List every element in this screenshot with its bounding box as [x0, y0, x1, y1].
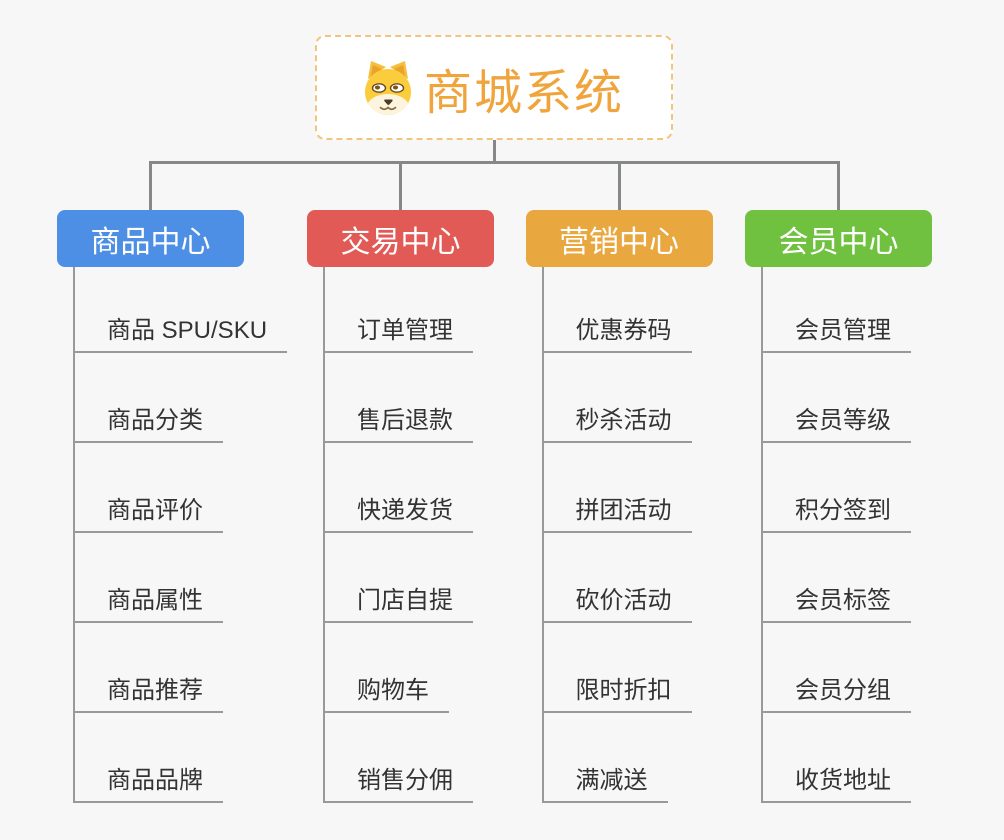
connector-bus: [149, 161, 840, 164]
item-node[interactable]: 商品 SPU/SKU: [73, 267, 288, 353]
branch-items-marketing-center: 优惠券码秒杀活动拼团活动砍价活动限时折扣满减送: [541, 267, 692, 803]
item-node[interactable]: 优惠券码: [541, 267, 692, 353]
item-node[interactable]: 限时折扣: [541, 623, 692, 713]
item-node[interactable]: 销售分佣: [323, 713, 473, 803]
item-node[interactable]: 订单管理: [323, 267, 473, 353]
root-title: 商城系统: [423, 66, 624, 120]
item-node[interactable]: 商品属性: [73, 533, 223, 623]
branch-header-member-center[interactable]: 会员中心: [745, 210, 932, 267]
item-node[interactable]: 商品评价: [73, 443, 223, 533]
connector-root-stub: [492, 140, 496, 162]
item-node[interactable]: 会员等级: [761, 353, 911, 443]
item-node[interactable]: 砍价活动: [541, 533, 692, 623]
item-node[interactable]: 会员标签: [761, 533, 911, 623]
root-node[interactable]: 商城系统: [315, 35, 673, 140]
item-node[interactable]: 会员管理: [761, 267, 911, 353]
item-node[interactable]: 收货地址: [761, 713, 911, 803]
branch-items-trade-center: 订单管理售后退款快递发货门店自提购物车销售分佣: [323, 267, 473, 803]
item-node[interactable]: 商品分类: [73, 353, 223, 443]
connector-drop-trade-center: [399, 161, 402, 210]
connector-drop-member-center: [837, 161, 840, 210]
connector-drop-marketing-center: [617, 161, 621, 210]
item-node[interactable]: 满减送: [541, 713, 668, 803]
shiba-dog-face-icon: [364, 60, 412, 116]
branch-header-trade-center[interactable]: 交易中心: [307, 210, 494, 267]
item-node[interactable]: 秒杀活动: [541, 353, 692, 443]
item-node[interactable]: 积分签到: [761, 443, 911, 533]
item-node[interactable]: 购物车: [323, 623, 449, 713]
item-node[interactable]: 拼团活动: [541, 443, 692, 533]
branch-header-product-center[interactable]: 商品中心: [57, 210, 244, 267]
item-node[interactable]: 商品品牌: [73, 713, 223, 803]
item-node[interactable]: 会员分组: [761, 623, 911, 713]
branch-items-member-center: 会员管理会员等级积分签到会员标签会员分组收货地址: [761, 267, 911, 803]
branch-header-marketing-center[interactable]: 营销中心: [525, 210, 713, 267]
item-node[interactable]: 售后退款: [323, 353, 473, 443]
connector-drop-product-center: [149, 161, 152, 210]
item-node[interactable]: 门店自提: [323, 533, 473, 623]
item-node[interactable]: 快递发货: [323, 443, 473, 533]
item-node[interactable]: 商品推荐: [73, 623, 223, 713]
